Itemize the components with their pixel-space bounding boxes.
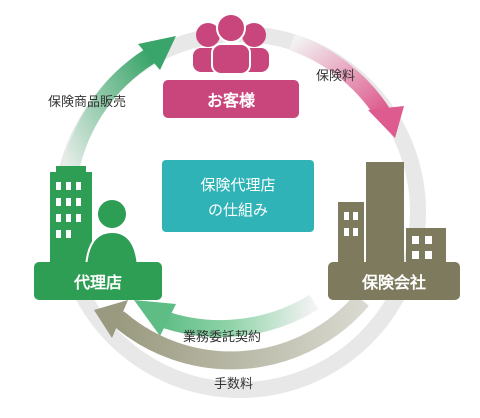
business-contract-arrow	[134, 294, 319, 338]
insurer-node: 保険会社	[328, 162, 460, 300]
customer-label: お客様	[207, 91, 256, 110]
center-title-line2: の仕組み	[208, 201, 268, 219]
commission-label: 手数料	[214, 377, 253, 392]
premium-arrow	[289, 33, 404, 138]
customer-node: お客様	[163, 13, 299, 118]
premium-label: 保険料	[316, 69, 355, 84]
agency-building-icon	[50, 166, 92, 272]
product-sales-label: 保険商品販売	[48, 94, 126, 110]
business-contract-label: 業務委託契約	[183, 329, 261, 345]
agency-node: 代理店	[34, 166, 162, 300]
commission-arrow	[94, 294, 369, 370]
agency-label: 代理店	[73, 273, 122, 292]
center-box: 保険代理店 の仕組み	[162, 160, 314, 232]
insurer-label: 保険会社	[361, 273, 426, 292]
customers-group-icon	[193, 13, 269, 75]
insurer-building-icon	[338, 162, 446, 268]
center-title-line1: 保険代理店	[200, 176, 275, 194]
agent-person-icon	[84, 198, 140, 269]
